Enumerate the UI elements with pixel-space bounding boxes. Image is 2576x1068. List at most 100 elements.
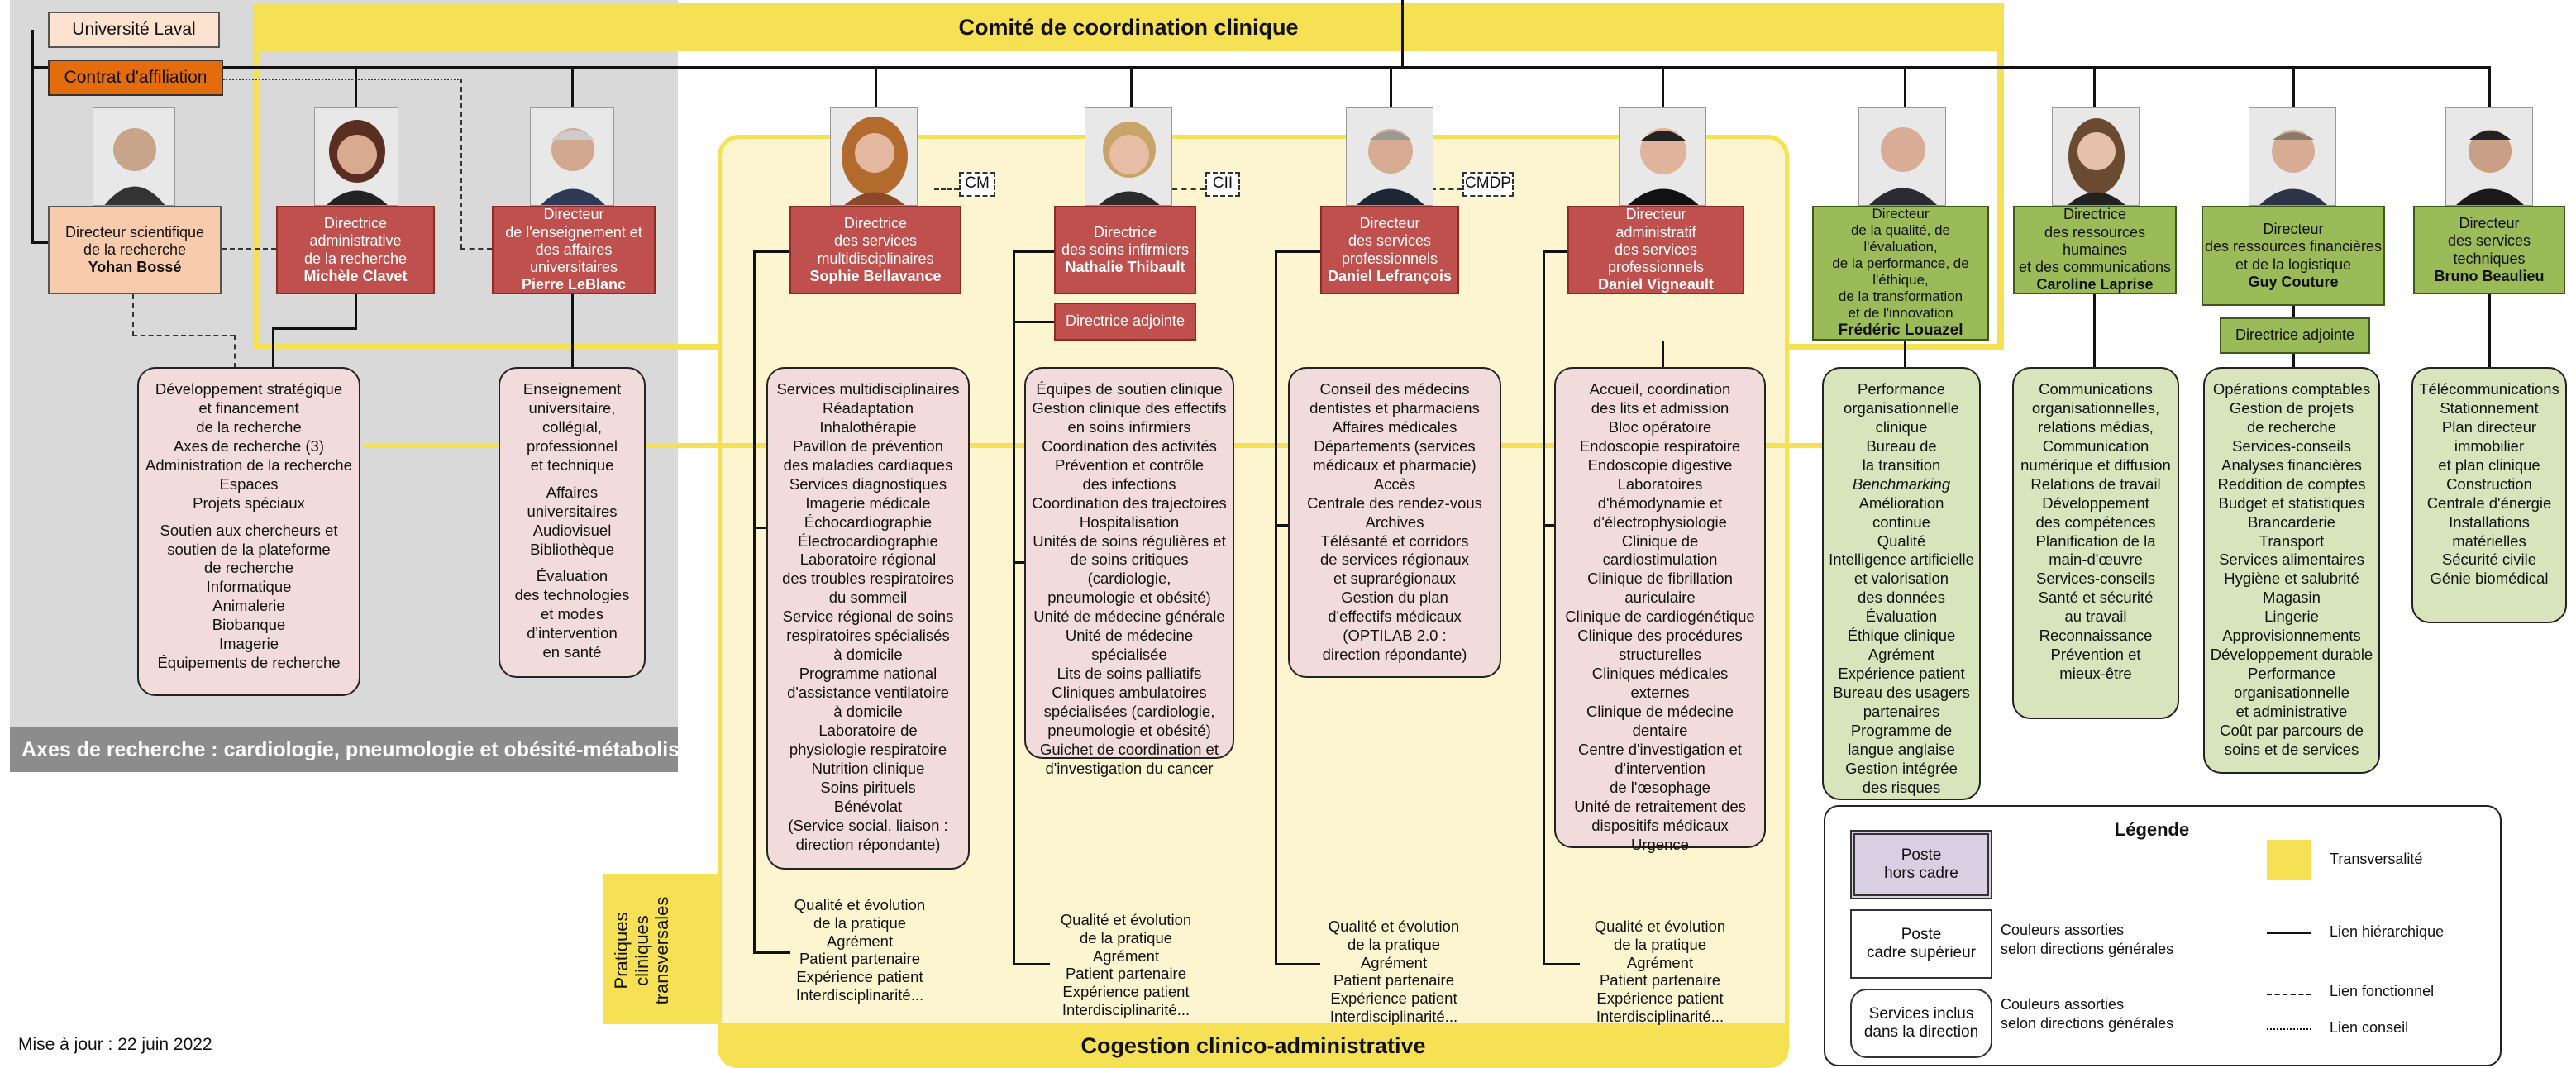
service-line: langue anglaise (1848, 740, 1955, 758)
avatar-daniel-vigneault (1619, 107, 1706, 206)
service-line: des maladies cardiaques (783, 455, 953, 474)
service-line: Unité de retraitement des (1574, 797, 1746, 815)
service-line: en soins infirmiers (1067, 417, 1191, 436)
service-line: Télésanté et corridors (1320, 532, 1469, 550)
service-line: Unités de soins régulières et (1033, 532, 1226, 550)
director-research: Directeur scientifique de la recherche Y… (48, 206, 222, 294)
service-line: Laboratoire régional (799, 551, 937, 569)
service-line: respiratoires spécialisés (786, 627, 950, 645)
director-technical: Directeur des services techniques Bruno … (2413, 206, 2565, 294)
service-line: dentistes et pharmaciens (1309, 398, 1480, 417)
service-line: pneumologie et obésité) (1047, 589, 1211, 607)
service-line: à domicile (833, 702, 903, 720)
service-line: des lits et admission (1591, 398, 1729, 417)
service-line: Génie biomédical (2430, 570, 2549, 588)
service-line: Magasin (2263, 589, 2321, 607)
practice-line: de la pratique (1613, 935, 1707, 953)
service-line: Clinique de fibrillation (1587, 570, 1733, 588)
service-line: Reddition de comptes (2217, 474, 2366, 493)
service-line: Bureau de (1866, 436, 1937, 455)
legend-conseil-line (2267, 1028, 2311, 1030)
service-line: d'hémodynamie et (1597, 493, 1723, 512)
service-line: Audiovisuel (532, 521, 612, 539)
service-line: au travail (2064, 608, 2127, 626)
legend-services: Services inclus dans la direction (1850, 989, 1992, 1058)
service-line: Analyses financières (2221, 455, 2362, 474)
service-line: et modes (540, 605, 604, 623)
service-line: Bureau des usagers (1833, 684, 1970, 701)
service-line: soutien de la plateforme (167, 540, 331, 558)
avatar-yohan-bosse (93, 107, 175, 206)
service-line: Services alimentaires (2219, 551, 2364, 569)
left-vertical (31, 30, 34, 243)
service-line: Transport (2259, 532, 2325, 550)
service-line: Benchmarking (1852, 474, 1951, 493)
service-line: Performance (1858, 380, 1945, 398)
service-line: d'investigation du cancer (1045, 759, 1214, 777)
service-line: Expérience patient (1838, 665, 1965, 683)
practice-line: Patient partenaire (1065, 965, 1187, 983)
affiliation-contract-box: Contrat d'affiliation (48, 60, 223, 96)
service-line: Échocardiographie (804, 513, 933, 531)
service-line: Planification de la (2035, 532, 2156, 550)
service-line: en santé (542, 643, 602, 661)
service-line: mieux-être (2059, 665, 2132, 683)
avatar-nathalie-thibault (1085, 107, 1172, 206)
service-line: Inhalothérapie (819, 417, 917, 436)
service-line: Agrément (1868, 646, 1935, 664)
service-line: Services-conseils (2232, 436, 2351, 455)
service-line: Hospitalisation (1079, 513, 1180, 531)
legend: Légende Poste hors cadre Poste cadre sup… (1824, 805, 2502, 1066)
service-line: Affaires médicales (1332, 417, 1457, 436)
service-line: Coût par parcours de (2220, 721, 2364, 739)
practice-line: Expérience patient (1330, 989, 1457, 1008)
service-line: clinique (1875, 417, 1928, 436)
legend-hier-line (2267, 932, 2311, 934)
director-hr: Directrice des ressources humaines et de… (2013, 206, 2177, 294)
transversal-practices-tab (603, 874, 718, 1024)
service-line: à domicile (833, 646, 903, 664)
service-line: de l'œsophage (1610, 778, 1710, 796)
service-line: immobilier (2454, 436, 2525, 455)
service-line: Stationnement (2440, 398, 2539, 417)
service-line: Performance (2248, 665, 2335, 683)
service-line: Clinique de cardiogénétique (1565, 608, 1755, 626)
service-line: direction répondante) (1322, 646, 1467, 664)
director-finance-deputy: Directrice adjointe (2220, 317, 2370, 354)
service-line: Nutrition clinique (811, 759, 925, 777)
service-line: Opérations comptables (2212, 380, 2371, 398)
service-line: Enseignement (522, 380, 622, 398)
service-line: Évaluation (536, 567, 608, 585)
service-line: des troubles respiratoires (782, 570, 954, 588)
top-connector (1401, 0, 1404, 66)
service-line: Imagerie (219, 635, 279, 653)
service-line: des données (1858, 589, 1945, 607)
service-line: Lits de soins palliatifs (1057, 665, 1202, 683)
service-line: Réadaptation (822, 398, 914, 417)
service-line: d'effectifs médicaux (1328, 608, 1462, 626)
practice-line: Patient partenaire (1599, 971, 1721, 989)
service-line: de recherche (204, 559, 293, 577)
service-line: Bibliothèque (530, 540, 614, 558)
service-line: cardiostimulation (1602, 551, 1718, 569)
service-line: Services diagnostiques (789, 474, 947, 493)
practice-line: Expérience patient (1062, 983, 1190, 1001)
avatar-daniel-lefrancois (1346, 107, 1433, 206)
service-line: Qualité (1877, 532, 1926, 550)
tag-cm: CM (959, 172, 995, 197)
service-line: Pavillon de prévention (792, 436, 944, 455)
service-line: Communications (2039, 380, 2153, 398)
service-line: et valorisation (1853, 570, 1949, 588)
service-line: et plan clinique (2438, 455, 2540, 474)
service-line: Programme de (1850, 721, 1953, 739)
service-line: professionnel (526, 436, 618, 455)
service-line: Projets spéciaux (193, 493, 305, 512)
avatar-caroline-laprise (2052, 107, 2140, 206)
service-line: Affaires (546, 483, 599, 501)
service-line: Accès (1373, 474, 1416, 493)
service-line: Approvisionnements (2222, 627, 2361, 645)
